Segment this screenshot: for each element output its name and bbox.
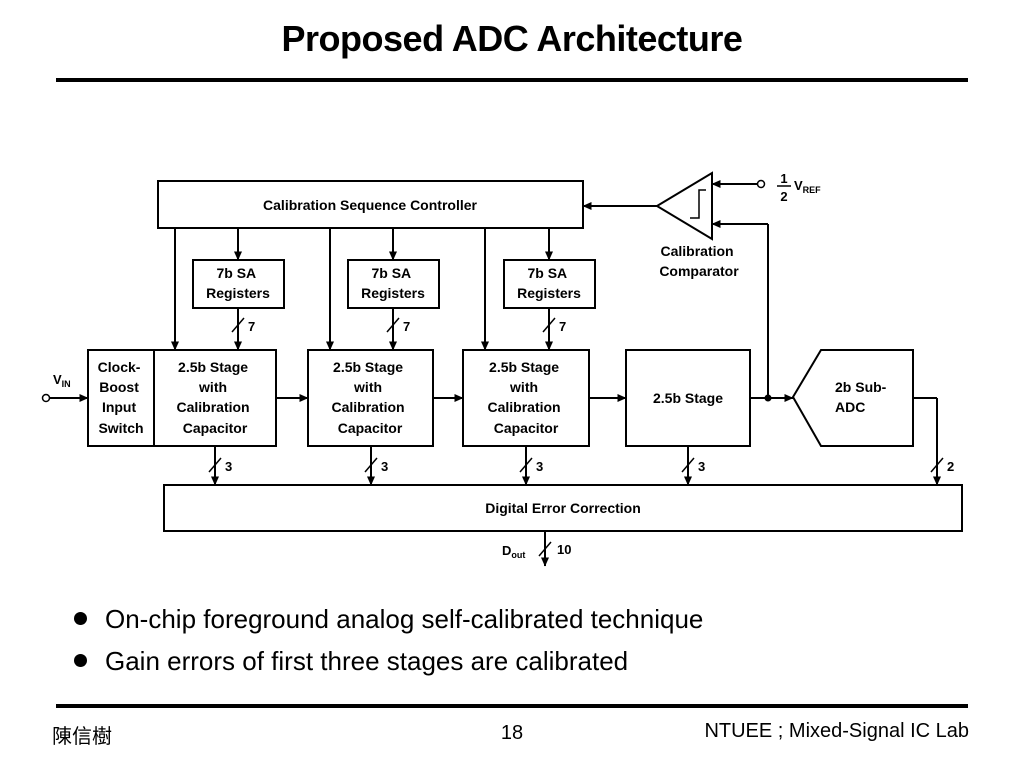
bullet-item: Gain errors of first three stages are ca… [70,640,703,682]
stage-bits-1: 3 [225,459,232,474]
comparator-label: Calibration Comparator [659,243,739,279]
page-number: 18 [500,722,524,744]
title-underline [56,78,968,82]
junction-dot [764,394,772,402]
footer-rule [56,704,968,708]
register-bits-3: 7 [559,319,566,334]
bullet-item: On-chip foreground analog self-calibrate… [70,598,703,640]
sub-adc-label: 2b Sub- ADC [835,379,890,415]
sub-adc-bits: 2 [947,459,954,474]
page-title: Proposed ADC Architecture [281,18,743,59]
cal-stage-label-1: 2.5b Stage with Calibration Capacitor [176,359,253,436]
register-bits-2: 7 [403,319,410,334]
stage-bits-3: 3 [536,459,543,474]
dec-box [163,484,963,532]
footer-author: 陳信樹 [52,726,112,748]
stage4-label: 2.5b Stage [653,390,723,406]
vin-terminal [41,393,51,403]
dout-bits: 10 [557,542,571,557]
vref-fraction-denominator: 2 [780,189,787,204]
register-bits-1: 7 [248,319,255,334]
cal-stage-label-3: 2.5b Stage with Calibration Capacitor [487,359,564,436]
comparator-triangle [655,171,713,241]
stage-bits-2: 3 [381,459,388,474]
vref-terminal [756,179,766,189]
clock-boost-label: Clock- Boost Input Switch [98,359,145,436]
dout-label: Dout [502,543,525,560]
vin-label: VIN [53,372,71,389]
sa-register-label-2: 7b SA Registers [361,265,425,301]
sub-adc-shape [791,349,914,447]
sa-register-label-1: 7b SA Registers [206,265,270,301]
comparator-step-symbol [690,189,706,219]
stage-bits-4: 3 [698,459,705,474]
vref-fraction-numerator: 1 [780,171,787,186]
vref-label: VREF [794,178,821,195]
sa-register-label-3: 7b SA Registers [517,265,581,301]
controller-label: Calibration Sequence Controller [263,197,477,213]
dec-label: Digital Error Correction [485,500,641,516]
cal-stage-label-2: 2.5b Stage with Calibration Capacitor [331,359,408,436]
bullet-list: On-chip foreground analog self-calibrate… [70,598,703,682]
footer-lab: NTUEE ; Mixed-Signal IC Lab [704,720,969,742]
